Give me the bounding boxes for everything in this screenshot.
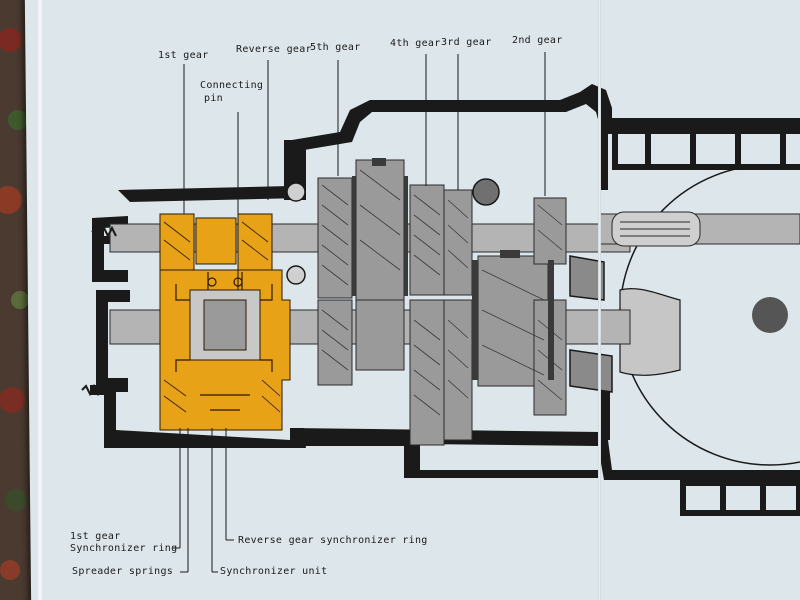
first-reverse-synchronizer-assembly [159,213,291,431]
leader-lines [172,52,546,573]
gear-teeth-hatching [321,169,563,416]
label-sync-unit: Synchronizer unit [220,566,328,577]
label-4th-gear: 4th gear [390,38,441,49]
label-reverse-gear: Reverse gear [236,44,312,55]
output-spline [611,211,701,247]
label-1st-gear: 1st gear [158,50,209,61]
label-connecting-pin-line2: pin [204,93,223,104]
label-reverse-sync-ring: Reverse gear synchronizer ring [238,535,428,546]
label-1st-sync-line2: Synchronizer ring [70,543,178,554]
label-spreader-springs: Spreader springs [72,566,174,577]
synchronizer-dark-details [352,158,554,380]
mount-springs [81,225,117,397]
synchronizer-hatching [163,221,281,413]
gray-gears [317,159,567,446]
label-3rd-gear: 3rd gear [441,37,492,48]
label-5th-gear: 5th gear [310,42,361,53]
page-fold [598,0,601,600]
label-1st-sync-line1: 1st gear [70,531,121,542]
label-connecting-pin-line1: Connecting [200,80,264,91]
label-2nd-gear: 2nd gear [512,35,563,46]
bearings [286,178,613,393]
rear-housing-ribs [612,118,800,516]
page-edge [38,0,42,600]
differential-housing [619,164,800,466]
